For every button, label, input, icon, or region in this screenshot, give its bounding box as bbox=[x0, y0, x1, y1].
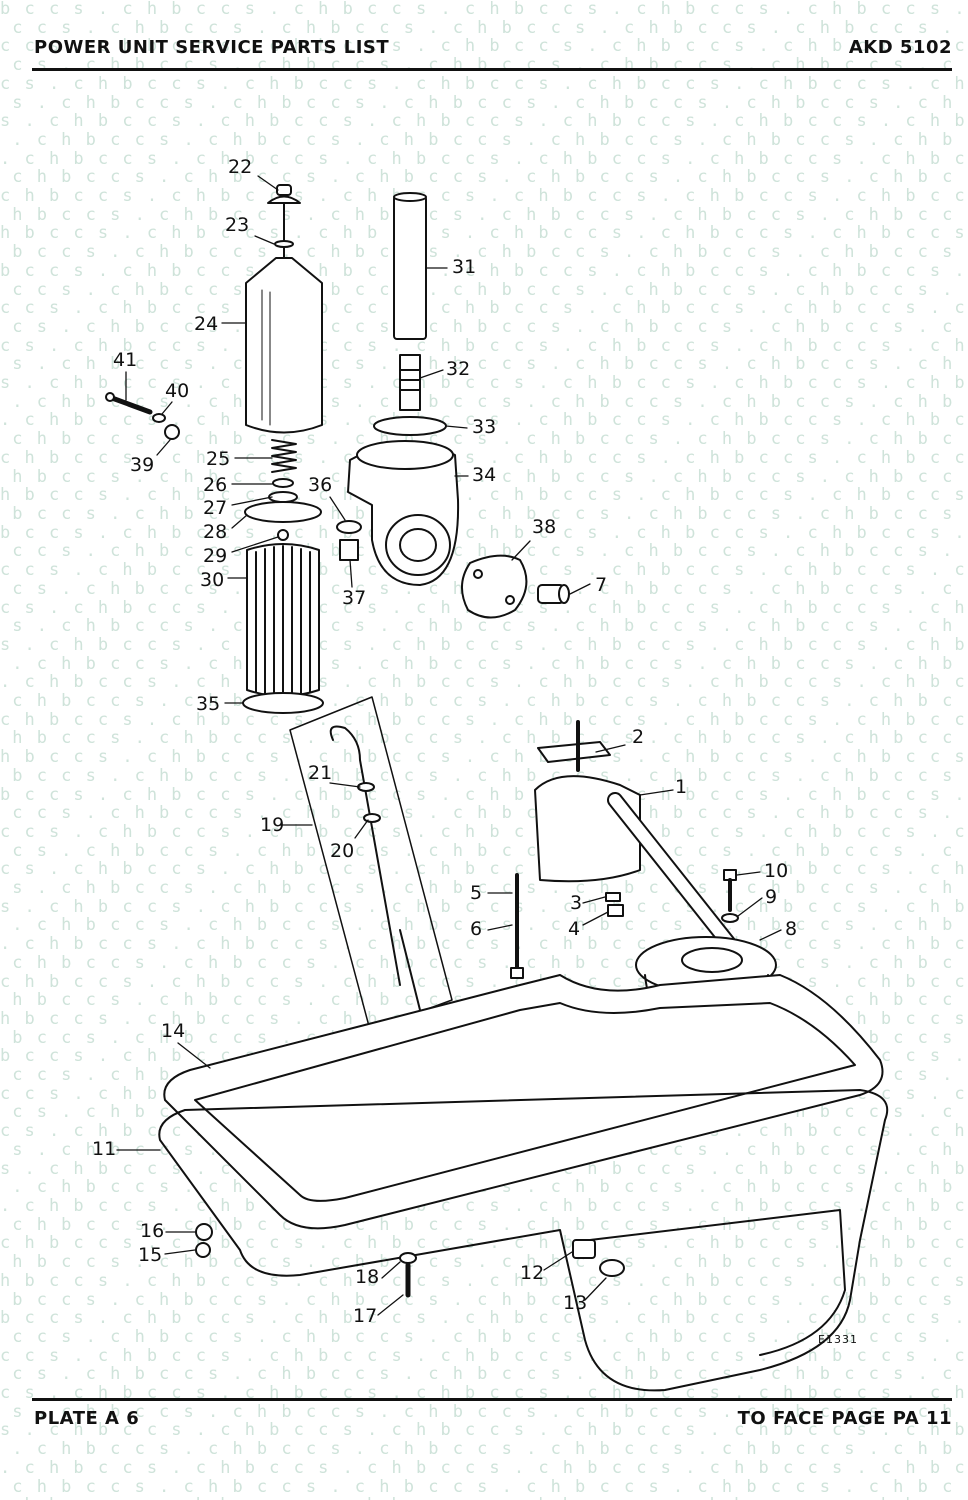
part-12-drain-plug bbox=[572, 1239, 596, 1259]
part-23-washer bbox=[274, 202, 294, 259]
part-11-sump bbox=[158, 1089, 889, 1392]
callout-17: 17 bbox=[353, 1305, 378, 1327]
part-33-sealing-ring bbox=[373, 416, 447, 436]
callout-11: 11 bbox=[92, 1138, 117, 1160]
part-1-oil-pump bbox=[534, 775, 738, 953]
callout-25: 25 bbox=[206, 448, 231, 470]
document-code: AKD 5102 bbox=[848, 37, 952, 58]
part-24-filter-bowl bbox=[245, 257, 323, 434]
part-14-gasket bbox=[163, 974, 884, 1230]
plate-number: PLATE A 6 bbox=[34, 1408, 140, 1429]
callout-26: 26 bbox=[203, 474, 228, 496]
callout-16: 16 bbox=[140, 1220, 165, 1242]
part-35-seal bbox=[242, 692, 324, 714]
face-page-reference: TO FACE PAGE PA 11 bbox=[737, 1408, 952, 1429]
callout-32: 32 bbox=[446, 358, 471, 380]
callout-23: 23 bbox=[225, 214, 250, 236]
callout-20: 20 bbox=[330, 840, 355, 862]
callout-5: 5 bbox=[470, 882, 483, 904]
part-36-washer bbox=[336, 520, 362, 534]
callout-30: 30 bbox=[200, 569, 225, 591]
callout-13: 13 bbox=[563, 1292, 588, 1314]
part-13-washer bbox=[599, 1259, 625, 1277]
callout-15: 15 bbox=[138, 1244, 163, 1266]
callout-37: 37 bbox=[342, 587, 367, 609]
callout-9: 9 bbox=[765, 886, 778, 908]
part-37-union bbox=[339, 539, 359, 561]
footer-rule bbox=[32, 1398, 952, 1401]
callout-10: 10 bbox=[764, 860, 789, 882]
callout-36: 36 bbox=[308, 474, 333, 496]
callout-4: 4 bbox=[568, 918, 581, 940]
part-41-bolt bbox=[105, 392, 153, 415]
callout-40: 40 bbox=[165, 380, 190, 402]
callout-2: 2 bbox=[632, 726, 645, 748]
part-40-washer bbox=[152, 413, 166, 423]
part-32-adaptor bbox=[399, 354, 421, 411]
leader-lines bbox=[116, 175, 782, 1316]
callout-7: 7 bbox=[595, 574, 608, 596]
callout-18: 18 bbox=[355, 1266, 380, 1288]
callout-41: 41 bbox=[113, 349, 138, 371]
part-4-nut bbox=[607, 904, 624, 917]
callout-28: 28 bbox=[203, 521, 228, 543]
part-16-washer bbox=[195, 1223, 213, 1241]
callout-1: 1 bbox=[675, 776, 688, 798]
part-19-dipstick bbox=[289, 696, 453, 1031]
part-15-nut bbox=[195, 1242, 211, 1258]
callout-27: 27 bbox=[203, 497, 228, 519]
part-10-bolt bbox=[723, 869, 737, 912]
part-34-filter-head bbox=[347, 440, 460, 586]
callout-3: 3 bbox=[570, 892, 583, 914]
callout-31: 31 bbox=[452, 256, 477, 278]
callout-21: 21 bbox=[308, 762, 333, 784]
header-rule bbox=[32, 68, 952, 71]
callout-34: 34 bbox=[472, 464, 497, 486]
part-3-washer bbox=[605, 892, 621, 902]
callout-33: 33 bbox=[472, 416, 497, 438]
page-title: POWER UNIT SERVICE PARTS LIST bbox=[34, 37, 390, 58]
drawing-code: E1331 bbox=[818, 1333, 858, 1346]
part-22-knob bbox=[267, 184, 301, 204]
part-31-tube bbox=[393, 192, 427, 340]
part-5-stud bbox=[510, 873, 524, 979]
part-39-nut bbox=[164, 424, 180, 440]
callout-29: 29 bbox=[203, 545, 228, 567]
part-28-plate bbox=[244, 501, 322, 523]
callout-24: 24 bbox=[194, 313, 219, 335]
page-header: POWER UNIT SERVICE PARTS LIST AKD 5102 bbox=[34, 37, 952, 73]
callout-19: 19 bbox=[260, 814, 285, 836]
part-9-washer bbox=[721, 913, 739, 923]
callout-39: 39 bbox=[130, 454, 155, 476]
part-18-washer bbox=[399, 1252, 417, 1264]
callout-6: 6 bbox=[470, 918, 483, 940]
part-27-washer bbox=[268, 491, 298, 503]
callout-35: 35 bbox=[196, 693, 221, 715]
callout-12: 12 bbox=[520, 1262, 545, 1284]
callout-14: 14 bbox=[161, 1020, 186, 1042]
part-2-gasket bbox=[537, 720, 611, 772]
part-29-ring bbox=[277, 529, 289, 541]
page-footer: PLATE A 6 TO FACE PAGE PA 11 bbox=[34, 1408, 952, 1444]
callout-8: 8 bbox=[785, 918, 798, 940]
part-26-washer bbox=[272, 478, 294, 488]
part-38-gasket bbox=[461, 554, 528, 619]
callout-22: 22 bbox=[228, 156, 253, 178]
part-25-spring bbox=[271, 439, 297, 473]
part-30-filter-element bbox=[246, 543, 320, 699]
part-7-plug bbox=[537, 584, 570, 604]
callout-38: 38 bbox=[532, 516, 557, 538]
